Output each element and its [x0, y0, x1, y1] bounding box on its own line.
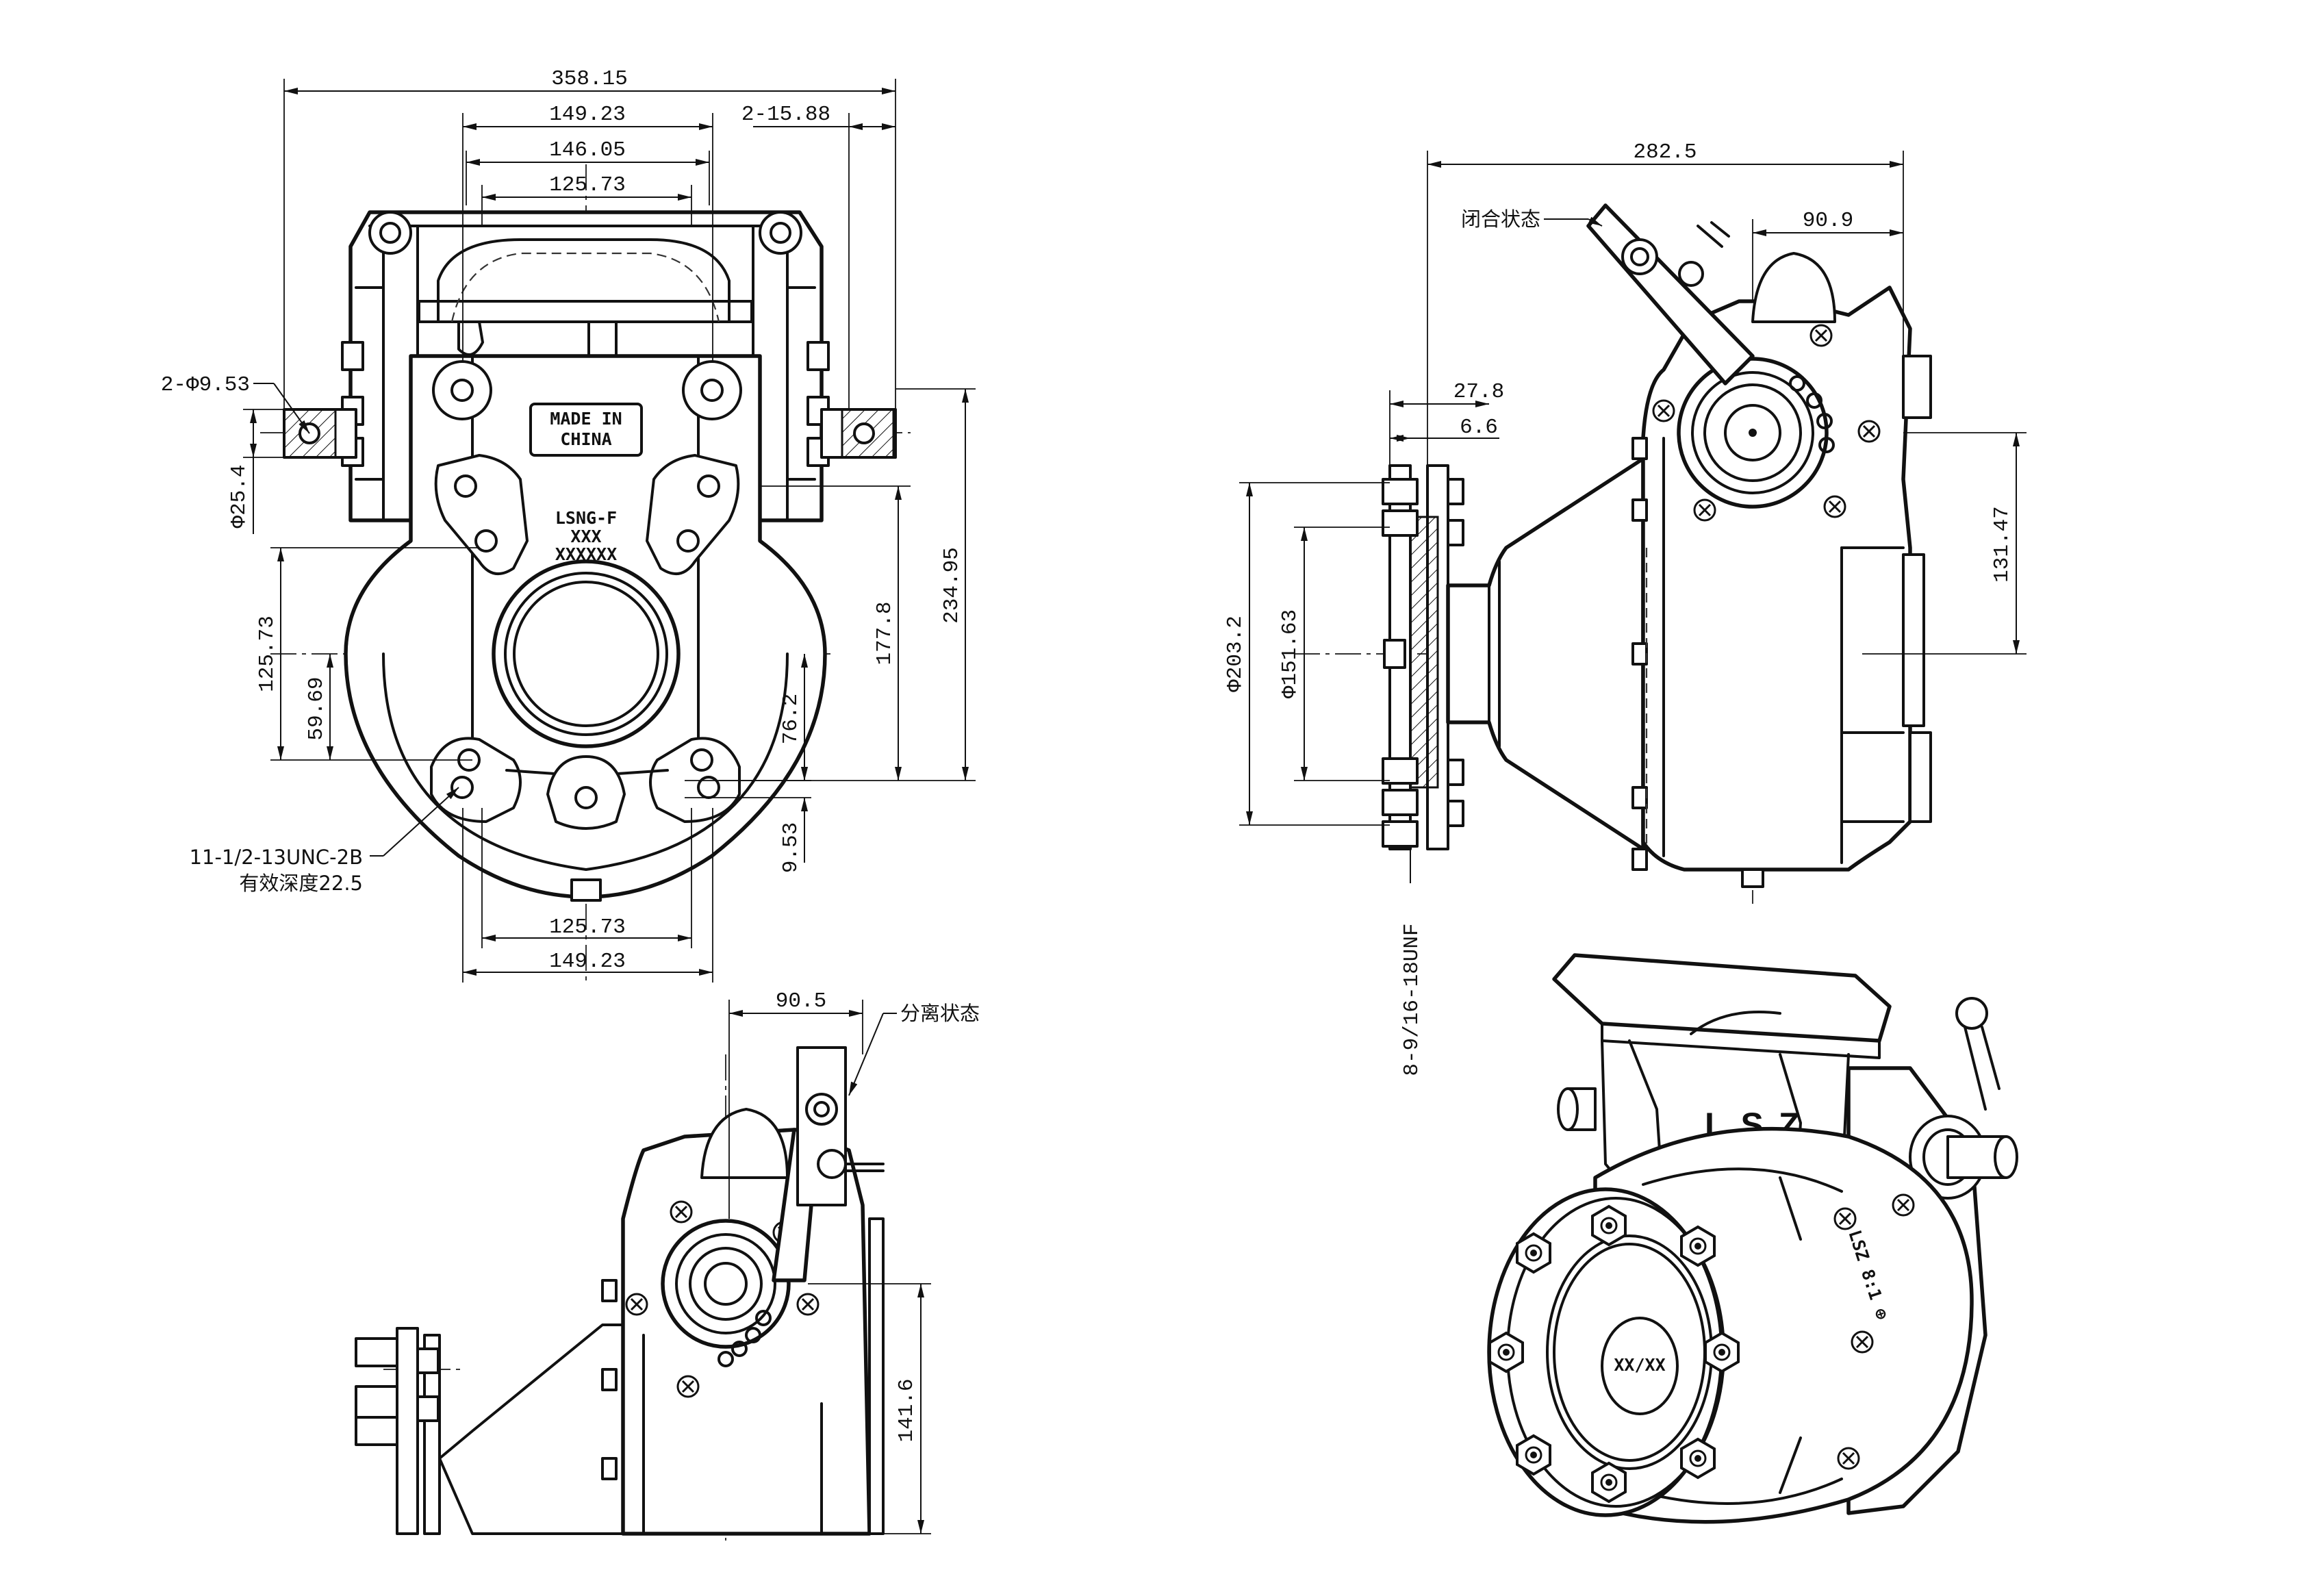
isometric-view: LSZ LSZ 8:1 ⊕ XX/XX: [1487, 953, 2018, 1524]
model-marking: LSNG-F XXX XXXXXX: [555, 508, 617, 564]
iso-cap-marking: XX/XX: [1614, 1355, 1665, 1375]
dim-bolt-spacing-mid: 146.05: [549, 138, 626, 162]
dim-flange-thickness: 6.6: [1460, 416, 1498, 440]
dim-right-height-mid: 177.8: [873, 601, 897, 665]
dim-shaft-holes: 2-Φ9.53: [161, 373, 250, 397]
side-view: 282.5 90.9 闭合状态 27.8 6.6 Φ203.2 Φ151.63: [1223, 140, 2027, 1076]
side-view-dimensions: 282.5 90.9 闭合状态 27.8 6.6 Φ203.2 Φ151.63: [1223, 140, 2027, 1076]
detail-view: 90.5 分离状态 141.6: [355, 989, 980, 1541]
dim-lever-offset: 90.9: [1803, 209, 1853, 233]
dim-left-center: 59.69: [305, 676, 329, 740]
dim-bolt-circle: Φ151.63: [1278, 609, 1302, 698]
dim-pin-holes: 2-15.88: [741, 103, 830, 127]
nameplate-line-1: MADE IN: [550, 409, 622, 429]
dim-flange-thread: 8-9/16-18UNF: [1400, 923, 1424, 1076]
detail-view-dimensions: 90.5 分离状态 141.6: [728, 989, 980, 1534]
side-flange: [1382, 464, 1464, 850]
dim-bottom-bolt-inner: 125.73: [549, 915, 626, 939]
lower-bolt-bosses: [430, 737, 741, 830]
detail-state-label: 分离状态: [900, 1002, 980, 1025]
dim-shaft-height: 131.47: [1990, 506, 2014, 583]
dim-bolt-spacing-outer: 149.23: [549, 103, 626, 127]
side-state-label: 闭合状态: [1461, 207, 1540, 231]
dim-overall-width: 358.15: [551, 67, 628, 91]
dim-detail-height: 141.6: [895, 1378, 919, 1442]
dim-bottom-bolt-outer: 149.23: [549, 950, 626, 974]
nameplate-line-2: CHINA: [560, 429, 611, 449]
dim-flange-diameter: Φ203.2: [1223, 616, 1247, 692]
thread-note-line-2: 有效深度22.5: [239, 872, 363, 895]
upper-bolt-bosses: [432, 360, 742, 575]
dim-bottom-offset: 9.53: [779, 822, 803, 873]
front-view-dimensions: 358.15 149.23 146.05 125.73 2-15.88 2: [161, 67, 976, 983]
right-shaft: [820, 408, 897, 459]
dim-overall-length: 282.5: [1633, 140, 1697, 164]
front-view: MADE IN CHINA LSNG-F XXX XXXXXX: [161, 67, 976, 986]
dim-left-height: 125.73: [255, 616, 279, 692]
nameplate: MADE IN CHINA: [529, 403, 643, 457]
dim-bolt-spacing-inner: 125.73: [549, 173, 626, 197]
model-line-1: LSNG-F: [555, 508, 617, 528]
model-line-2: XXX: [570, 527, 601, 546]
dim-flange-offset: 27.8: [1453, 380, 1504, 404]
dim-right-height-total: 234.95: [940, 547, 964, 624]
dim-right-center: 76.2: [779, 694, 803, 744]
dim-detail-lever-offset: 90.5: [776, 989, 826, 1013]
thread-note-line-1: 11-1/2-13UNC-2B: [190, 846, 363, 869]
dim-shaft-diameter: Φ25.4: [227, 464, 251, 528]
left-shaft: [283, 408, 357, 459]
